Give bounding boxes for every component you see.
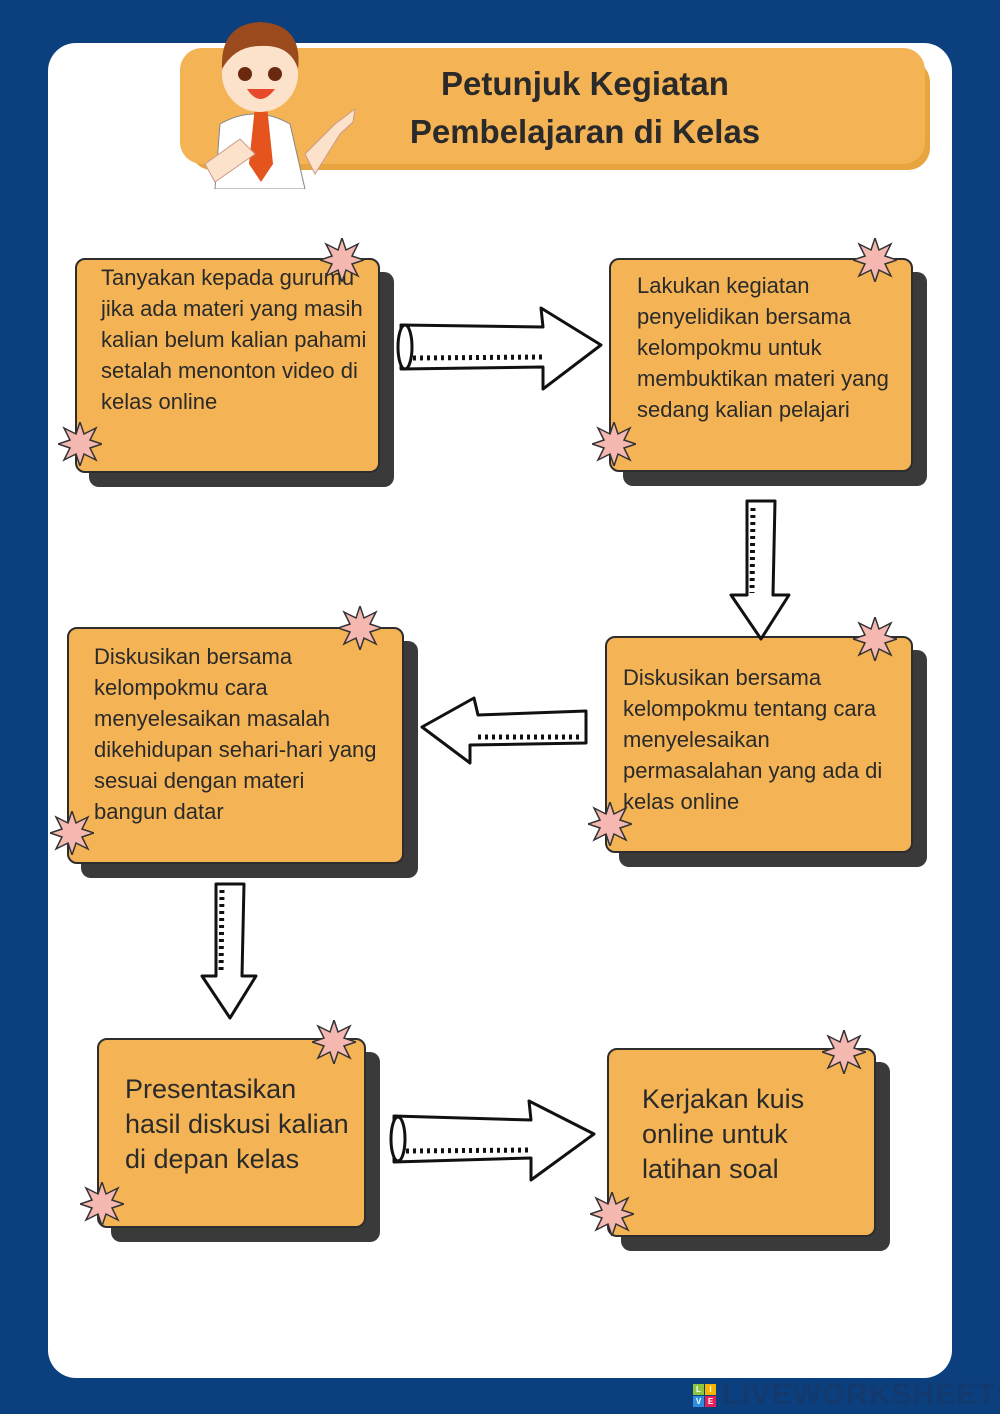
- star-icon: [590, 1192, 634, 1236]
- star-icon: [320, 238, 364, 282]
- step-4-text: Diskusikan bersama kelompokmu cara menye…: [94, 644, 377, 824]
- step-2-box: Lakukan kegiatan penyelidikan bersama ke…: [609, 258, 913, 472]
- step-3-box: Diskusikan bersama kelompokmu tentang ca…: [605, 636, 913, 853]
- arrow-down-icon: [729, 499, 791, 641]
- star-icon: [50, 811, 94, 855]
- star-icon: [853, 617, 897, 661]
- step-3-text: Diskusikan bersama kelompokmu tentang ca…: [623, 665, 883, 814]
- arrow-right-icon: [396, 306, 603, 391]
- arrow-right-icon: [389, 1099, 596, 1182]
- star-icon: [853, 238, 897, 282]
- step-2-text: Lakukan kegiatan penyelidikan bersama ke…: [637, 273, 889, 422]
- step-5-text: Presentasikan hasil diskusi kalian di de…: [125, 1074, 349, 1174]
- step-6-box: Kerjakan kuis online untuk latihan soal: [607, 1048, 876, 1237]
- step-1-text: Tanyakan kepada gurumu jika ada materi y…: [101, 265, 367, 414]
- liveworksheets-logo: L I V E LIVEWORKSHEETS: [693, 1378, 1000, 1412]
- step-6-text: Kerjakan kuis online untuk latihan soal: [642, 1084, 805, 1184]
- logo-tile: I: [705, 1383, 716, 1395]
- star-icon: [80, 1182, 124, 1226]
- title-banner: [180, 48, 925, 164]
- arrow-down-icon: [200, 882, 258, 1020]
- arrow-left-icon: [420, 696, 588, 765]
- step-4-box: Diskusikan bersama kelompokmu cara menye…: [67, 627, 404, 864]
- logo-tile: E: [705, 1395, 716, 1407]
- step-1-box: Tanyakan kepada gurumu jika ada materi y…: [75, 258, 380, 473]
- step-5-box: Presentasikan hasil diskusi kalian di de…: [97, 1038, 366, 1228]
- logo-tiles: L I V E: [693, 1383, 716, 1407]
- title-line-1: Petunjuk Kegiatan: [441, 65, 729, 102]
- page-title: Petunjuk Kegiatan Pembelajaran di Kelas: [330, 60, 840, 156]
- star-icon: [312, 1020, 356, 1064]
- logo-tile: V: [693, 1395, 704, 1407]
- star-icon: [592, 422, 636, 466]
- star-icon: [338, 606, 382, 650]
- star-icon: [588, 802, 632, 846]
- star-icon: [58, 422, 102, 466]
- student-illustration: [204, 22, 356, 189]
- logo-text: LIVEWORKSHEETS: [722, 1378, 1000, 1411]
- title-line-2: Pembelajaran di Kelas: [409, 113, 761, 150]
- star-icon: [822, 1030, 866, 1074]
- logo-tile: L: [693, 1383, 704, 1395]
